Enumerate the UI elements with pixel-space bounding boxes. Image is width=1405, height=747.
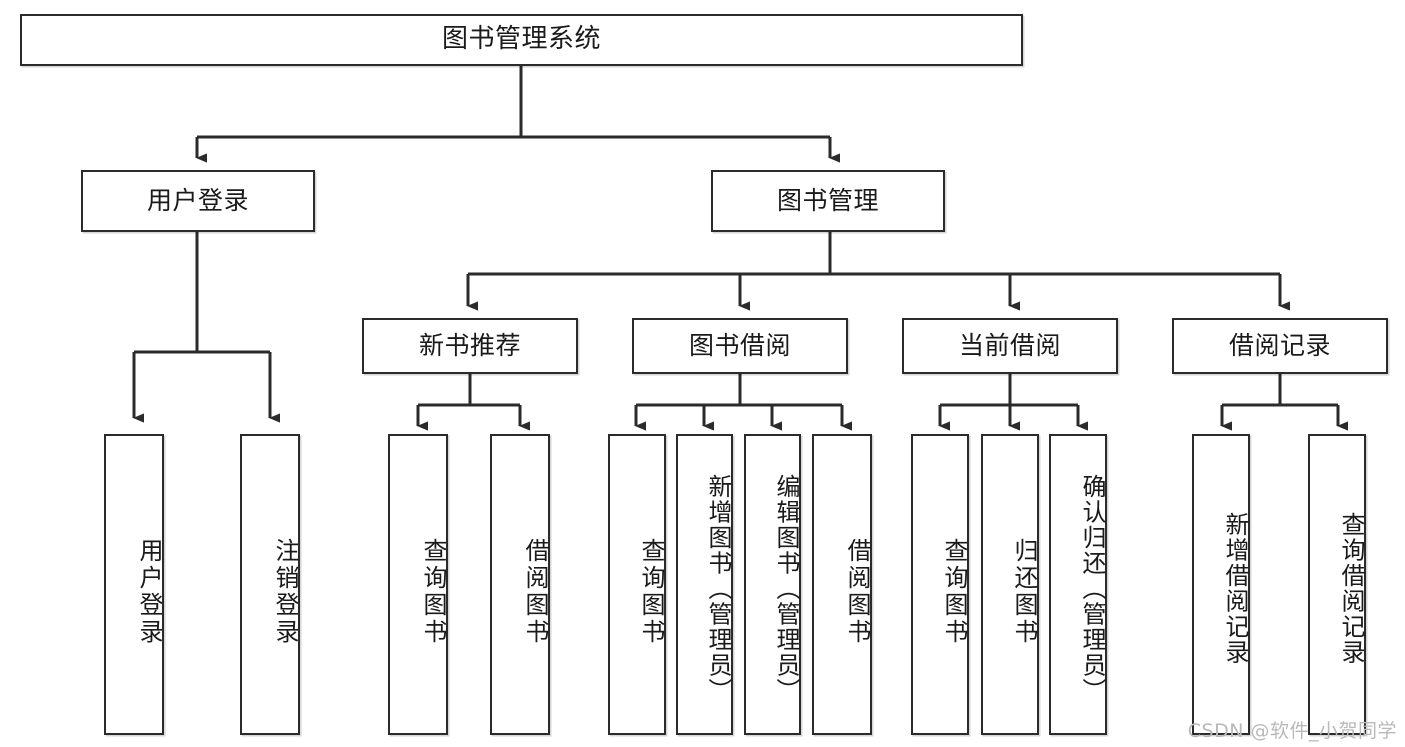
node-label: 新书推荐 (418, 330, 521, 360)
leaf-new-book-query-books[interactable]: 查询图书 (388, 434, 448, 735)
node-user-login[interactable]: 用户登录 (81, 170, 315, 232)
leaf-borrow-record-add-record[interactable]: 新增借阅记录 (1192, 434, 1250, 735)
leaf-current-borrow-confirm-return-admin[interactable]: 确认归还（管理员） (1049, 434, 1107, 735)
node-label: 当前借阅 (958, 330, 1061, 360)
leaf-book-borrow-borrow-books[interactable]: 借阅图书 (812, 434, 872, 735)
leaf-book-borrow-query-books[interactable]: 查询图书 (608, 434, 666, 735)
leaf-current-borrow-return-books[interactable]: 归还图书 (981, 434, 1039, 735)
leaf-book-borrow-edit-book-admin[interactable]: 编辑图书（管理员） (744, 434, 801, 735)
node-root-book-management-system[interactable]: 图书管理系统 (20, 14, 1023, 66)
node-label: 新增图书（管理员） (704, 473, 732, 704)
leaf-new-book-borrow-books[interactable]: 借阅图书 (490, 434, 550, 735)
node-borrow-record[interactable]: 借阅记录 (1172, 318, 1388, 374)
node-label: 查询图书 (419, 537, 447, 646)
node-label: 借阅图书 (521, 537, 549, 646)
node-label: 用户登录 (135, 537, 163, 646)
node-label: 查询图书 (637, 537, 665, 646)
node-book-borrow[interactable]: 图书借阅 (632, 318, 848, 374)
node-label: 确认归还（管理员） (1078, 473, 1106, 704)
node-label: 用户登录 (146, 185, 249, 215)
node-label: 借阅记录 (1228, 330, 1331, 360)
node-label: 归还图书 (1010, 537, 1038, 646)
node-label: 图书借阅 (688, 330, 791, 360)
node-current-borrow[interactable]: 当前借阅 (902, 318, 1118, 374)
node-label: 图书管理 (776, 185, 879, 215)
node-book-management[interactable]: 图书管理 (711, 170, 945, 232)
node-new-book-recommend[interactable]: 新书推荐 (362, 318, 578, 374)
leaf-user-login-sign-in[interactable]: 用户登录 (104, 434, 164, 735)
leaf-user-login-sign-out[interactable]: 注销登录 (240, 434, 300, 735)
leaf-book-borrow-add-book-admin[interactable]: 新增图书（管理员） (676, 434, 733, 735)
node-label: 借阅图书 (843, 537, 871, 646)
node-label: 注销登录 (271, 537, 299, 646)
node-label: 图书管理系统 (441, 24, 601, 55)
node-label: 编辑图书（管理员） (772, 473, 800, 704)
leaf-borrow-record-query-record[interactable]: 查询借阅记录 (1308, 434, 1366, 735)
node-label: 查询图书 (940, 537, 968, 646)
node-label: 新增借阅记录 (1221, 512, 1249, 665)
leaf-current-borrow-query-books[interactable]: 查询图书 (911, 434, 969, 735)
node-label: 查询借阅记录 (1337, 512, 1365, 665)
